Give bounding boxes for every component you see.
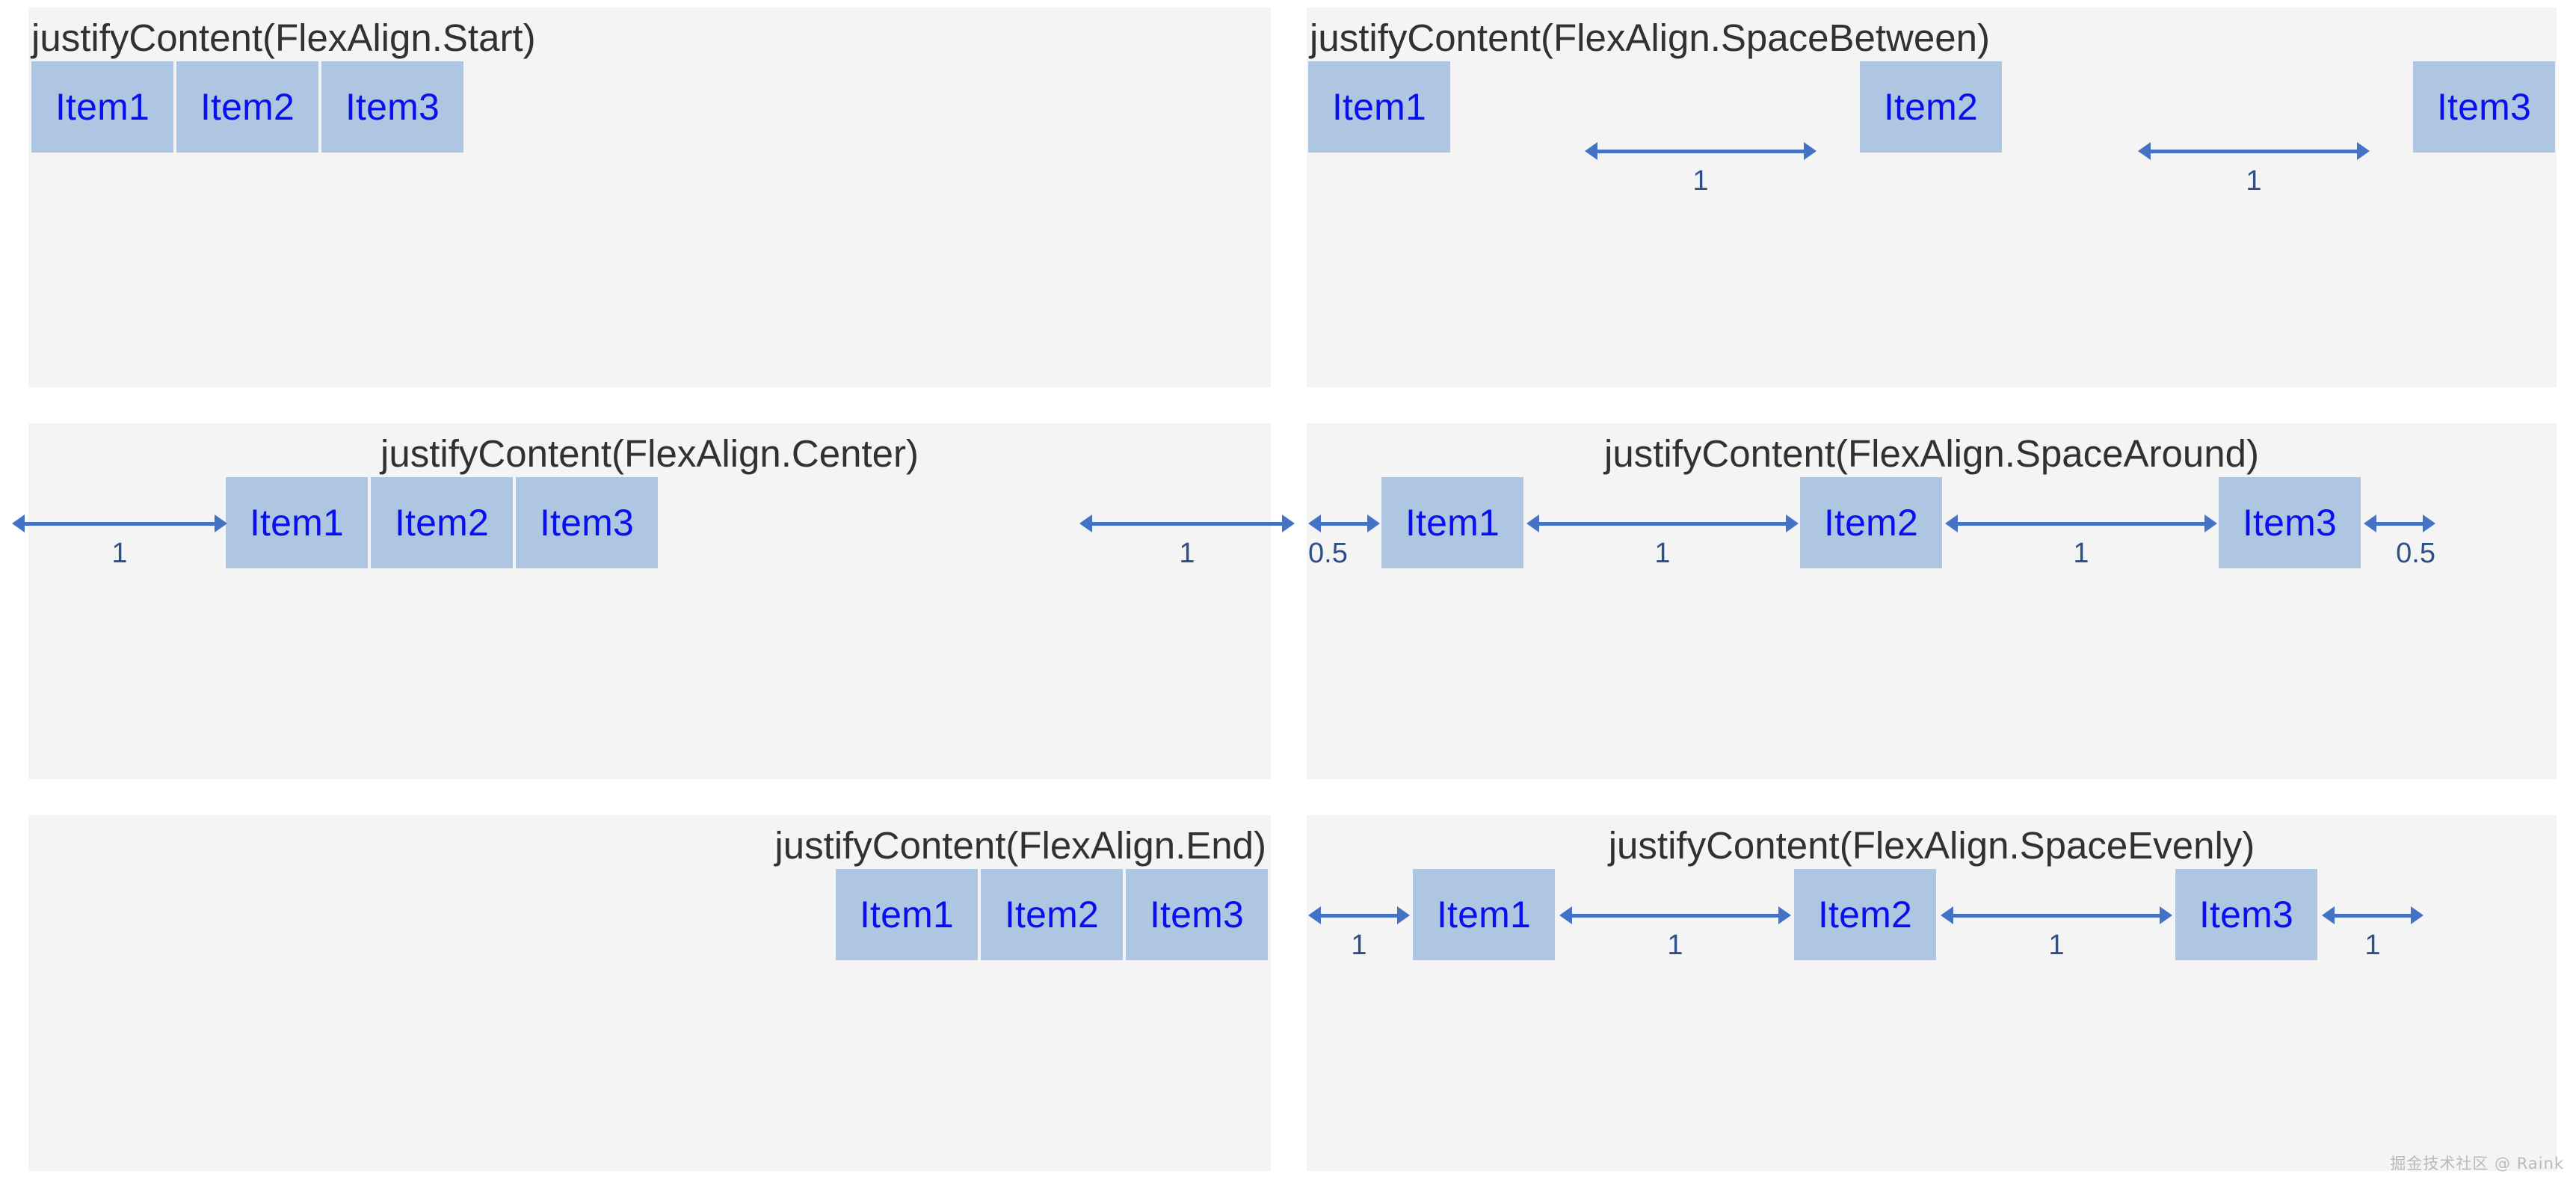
gap-label: 1 xyxy=(1667,930,1683,961)
gap-arrow xyxy=(12,514,227,532)
arrow-shaft xyxy=(1088,522,1287,526)
item-box[interactable]: Item3 xyxy=(2413,61,2555,153)
arrow-head-left-icon xyxy=(2364,514,2376,532)
arrow-head-left-icon xyxy=(1308,514,1321,532)
gap-arrow xyxy=(2322,906,2424,924)
panel-flex-align-space-evenly: justifyContent(FlexAlign.SpaceEvenly) It… xyxy=(1307,815,2557,1171)
item-strip: Item1 Item2 Item3 xyxy=(31,61,463,153)
gap-arrow xyxy=(1308,514,1380,532)
item-box[interactable]: Item2 xyxy=(1794,869,1936,960)
item-strip: Item1 Item2 Item3 xyxy=(836,869,1268,960)
item-box[interactable]: Item2 xyxy=(1860,61,2002,153)
arrow-shaft xyxy=(1316,914,1402,918)
arrow-head-right-icon xyxy=(2411,906,2424,924)
arrow-shaft xyxy=(2330,914,2415,918)
panel-flex-align-space-around: justifyContent(FlexAlign.SpaceAround) It… xyxy=(1307,423,2557,779)
gap-label: 1 xyxy=(2073,538,2089,569)
item-strip: Item1 Item2 Item3 xyxy=(1307,869,2557,960)
gap-arrow xyxy=(1308,906,1410,924)
gap-label: 1 xyxy=(1692,165,1709,197)
item-box[interactable]: Item1 xyxy=(1308,61,1450,153)
gap-arrow xyxy=(1079,514,1295,532)
panel-title: justifyContent(FlexAlign.SpaceBetween) xyxy=(1310,16,1990,59)
arrow-shaft xyxy=(1535,522,1790,526)
item-strip: Item1 Item2 Item3 xyxy=(1307,477,2557,568)
panel-flex-align-center: justifyContent(FlexAlign.Center) Item1 I… xyxy=(12,423,1295,779)
arrow-head-right-icon xyxy=(1397,906,1410,924)
gap-arrow xyxy=(1585,142,1817,160)
item-box[interactable]: Item1 xyxy=(1381,477,1523,568)
gap-arrow xyxy=(2364,514,2435,532)
arrow-head-left-icon xyxy=(2322,906,2335,924)
arrow-head-right-icon xyxy=(2423,514,2435,532)
item-box[interactable]: Item2 xyxy=(176,61,318,153)
gap-label: 1 xyxy=(2048,930,2065,961)
arrow-head-right-icon xyxy=(2357,142,2370,160)
panel-flex-align-end: justifyContent(FlexAlign.End) Item1 Item… xyxy=(28,815,1271,1171)
watermark: 掘金技术社区 @ Raink xyxy=(2390,1155,2564,1173)
panel-title: justifyContent(FlexAlign.SpaceEvenly) xyxy=(1608,824,2255,867)
arrow-head-left-icon xyxy=(1585,142,1597,160)
arrow-head-right-icon xyxy=(2204,514,2217,532)
arrow-shaft xyxy=(1316,522,1372,526)
panel-flex-align-space-between: justifyContent(FlexAlign.SpaceBetween) I… xyxy=(1307,7,2557,387)
gap-label: 1 xyxy=(111,538,128,569)
panel-title: justifyContent(FlexAlign.End) xyxy=(774,824,1266,867)
panel-title: justifyContent(FlexAlign.SpaceAround) xyxy=(1604,432,2259,475)
panel-title: justifyContent(FlexAlign.Start) xyxy=(31,16,536,59)
gap-arrow xyxy=(1526,514,1799,532)
item-box[interactable]: Item1 xyxy=(1413,869,1555,960)
gap-label: 1 xyxy=(2246,165,2262,197)
arrow-head-right-icon xyxy=(215,514,227,532)
gap-label: 1 xyxy=(1351,930,1367,961)
item-box[interactable]: Item3 xyxy=(2175,869,2317,960)
arrow-shaft xyxy=(1949,914,2164,918)
gap-label: 1 xyxy=(1179,538,1195,569)
arrow-head-right-icon xyxy=(1786,514,1799,532)
gap-label: 0.5 xyxy=(2396,538,2435,569)
gap-label: 0.5 xyxy=(1308,538,1348,569)
item-box[interactable]: Item2 xyxy=(371,477,513,568)
item-box[interactable]: Item3 xyxy=(1126,869,1268,960)
gap-arrow xyxy=(1941,906,2172,924)
gap-label: 1 xyxy=(2364,930,2381,961)
arrow-shaft xyxy=(1568,914,1783,918)
gap-arrow xyxy=(2138,142,2370,160)
arrow-head-left-icon xyxy=(12,514,25,532)
arrow-head-left-icon xyxy=(1308,906,1321,924)
item-box[interactable]: Item3 xyxy=(2219,477,2361,568)
item-box[interactable]: Item2 xyxy=(981,869,1123,960)
arrow-head-left-icon xyxy=(1559,906,1572,924)
arrow-head-left-icon xyxy=(1079,514,1092,532)
gap-arrow xyxy=(1945,514,2217,532)
arrow-head-right-icon xyxy=(2160,906,2172,924)
arrow-head-left-icon xyxy=(1941,906,1953,924)
panel-title: justifyContent(FlexAlign.Center) xyxy=(380,432,919,475)
item-box[interactable]: Item2 xyxy=(1800,477,1942,568)
arrow-shaft xyxy=(2372,522,2427,526)
arrow-head-right-icon xyxy=(1367,514,1380,532)
arrow-head-left-icon xyxy=(2138,142,2151,160)
item-box[interactable]: Item1 xyxy=(836,869,978,960)
item-box[interactable]: Item3 xyxy=(321,61,463,153)
arrow-shaft xyxy=(20,522,219,526)
item-box[interactable]: Item1 xyxy=(226,477,368,568)
item-strip: Item1 Item2 Item3 xyxy=(1307,61,2557,153)
arrow-head-right-icon xyxy=(1282,514,1295,532)
arrow-shaft xyxy=(1593,150,1808,153)
gap-arrow xyxy=(1559,906,1791,924)
arrow-head-right-icon xyxy=(1804,142,1817,160)
gap-label: 1 xyxy=(1654,538,1671,569)
arrow-head-left-icon xyxy=(1526,514,1539,532)
arrow-head-left-icon xyxy=(1945,514,1958,532)
item-strip: Item1 Item2 Item3 xyxy=(226,477,658,568)
item-box[interactable]: Item1 xyxy=(31,61,173,153)
panel-flex-align-start: justifyContent(FlexAlign.Start) Item1 It… xyxy=(28,7,1271,387)
arrow-shaft xyxy=(1953,522,2209,526)
item-box[interactable]: Item3 xyxy=(516,477,658,568)
arrow-head-right-icon xyxy=(1778,906,1791,924)
arrow-shaft xyxy=(2146,150,2361,153)
